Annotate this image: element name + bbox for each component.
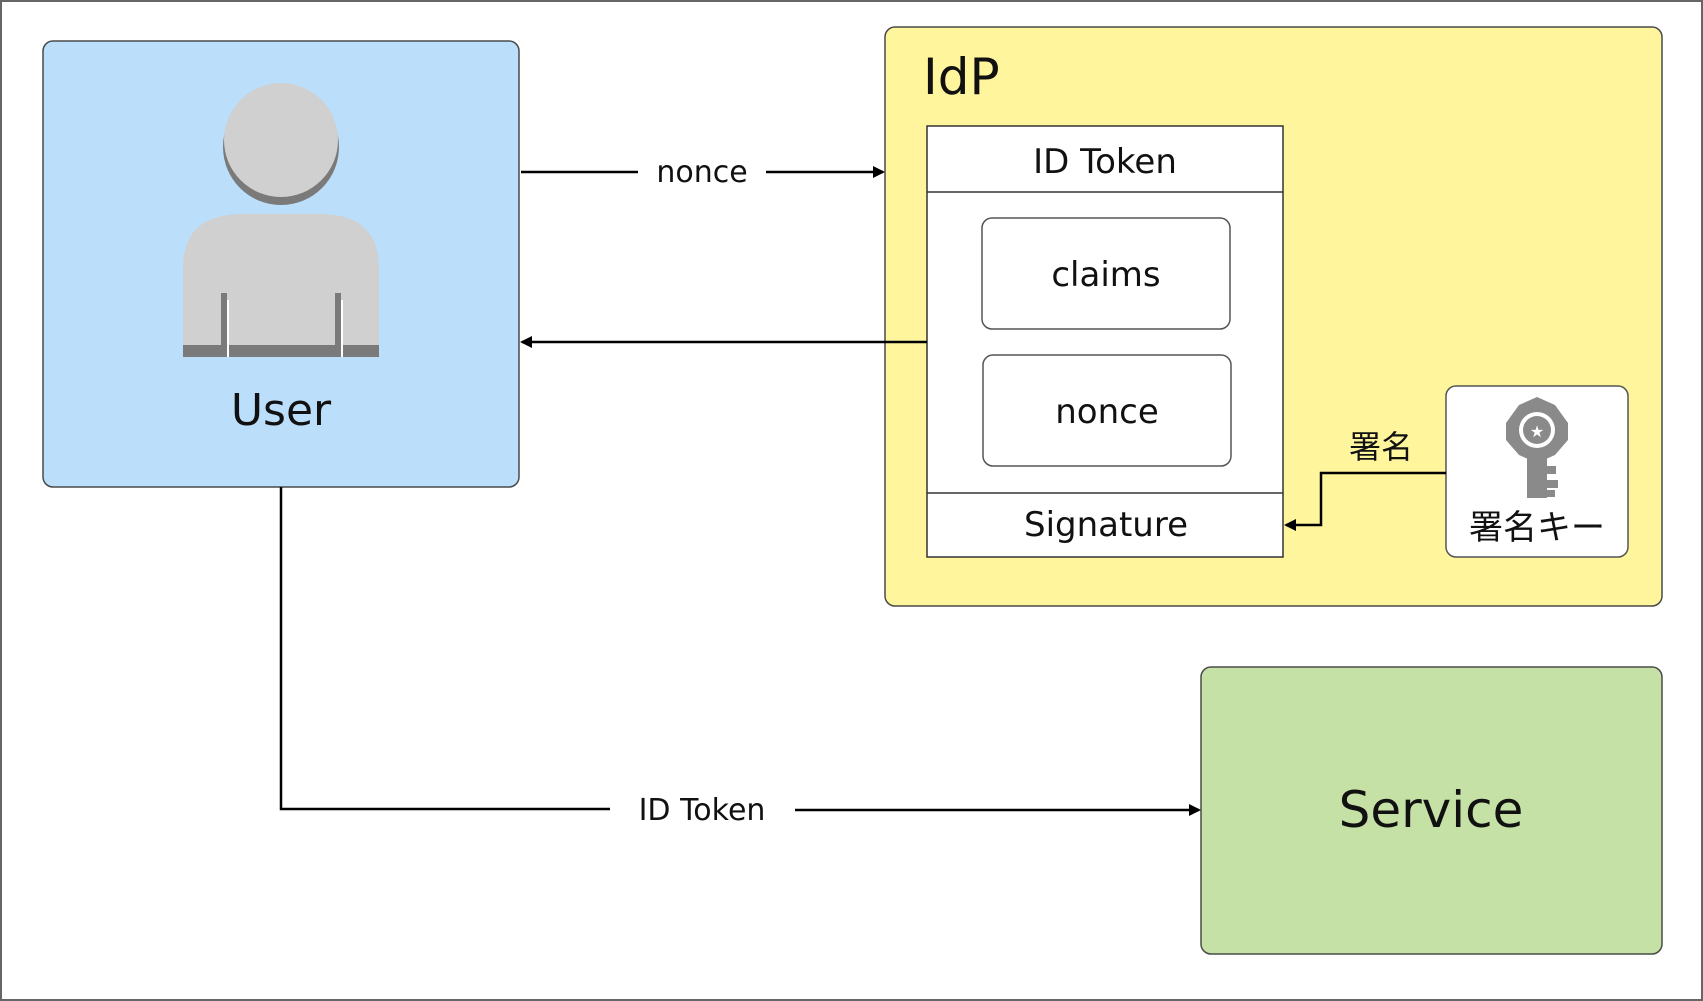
arrow-user-to-service [279,487,1201,816]
signing-key-label: 署名キー [1469,508,1605,548]
key-icon: ★ [1506,397,1568,498]
service-box [1200,666,1663,955]
nonce-box [982,354,1232,467]
signature-label: Signature [1024,505,1188,545]
claims-box [981,217,1231,330]
claims-label: claims [1051,255,1160,295]
id-token-header: ID Token [1033,142,1177,182]
arrow-label-nonce: nonce [656,155,747,190]
svg-text:★: ★ [1530,422,1544,441]
service-label: Service [1339,781,1524,839]
nonce-label: nonce [1055,392,1159,432]
arrow-label-sign: 署名 [1349,428,1413,466]
idp-title: IdP [923,48,1000,106]
user-label: User [231,385,332,436]
id-token-box [926,125,1284,558]
arrow-key-to-signature [1284,471,1446,531]
user-icon [183,83,379,357]
arrow-label-id-token: ID Token [639,793,766,828]
